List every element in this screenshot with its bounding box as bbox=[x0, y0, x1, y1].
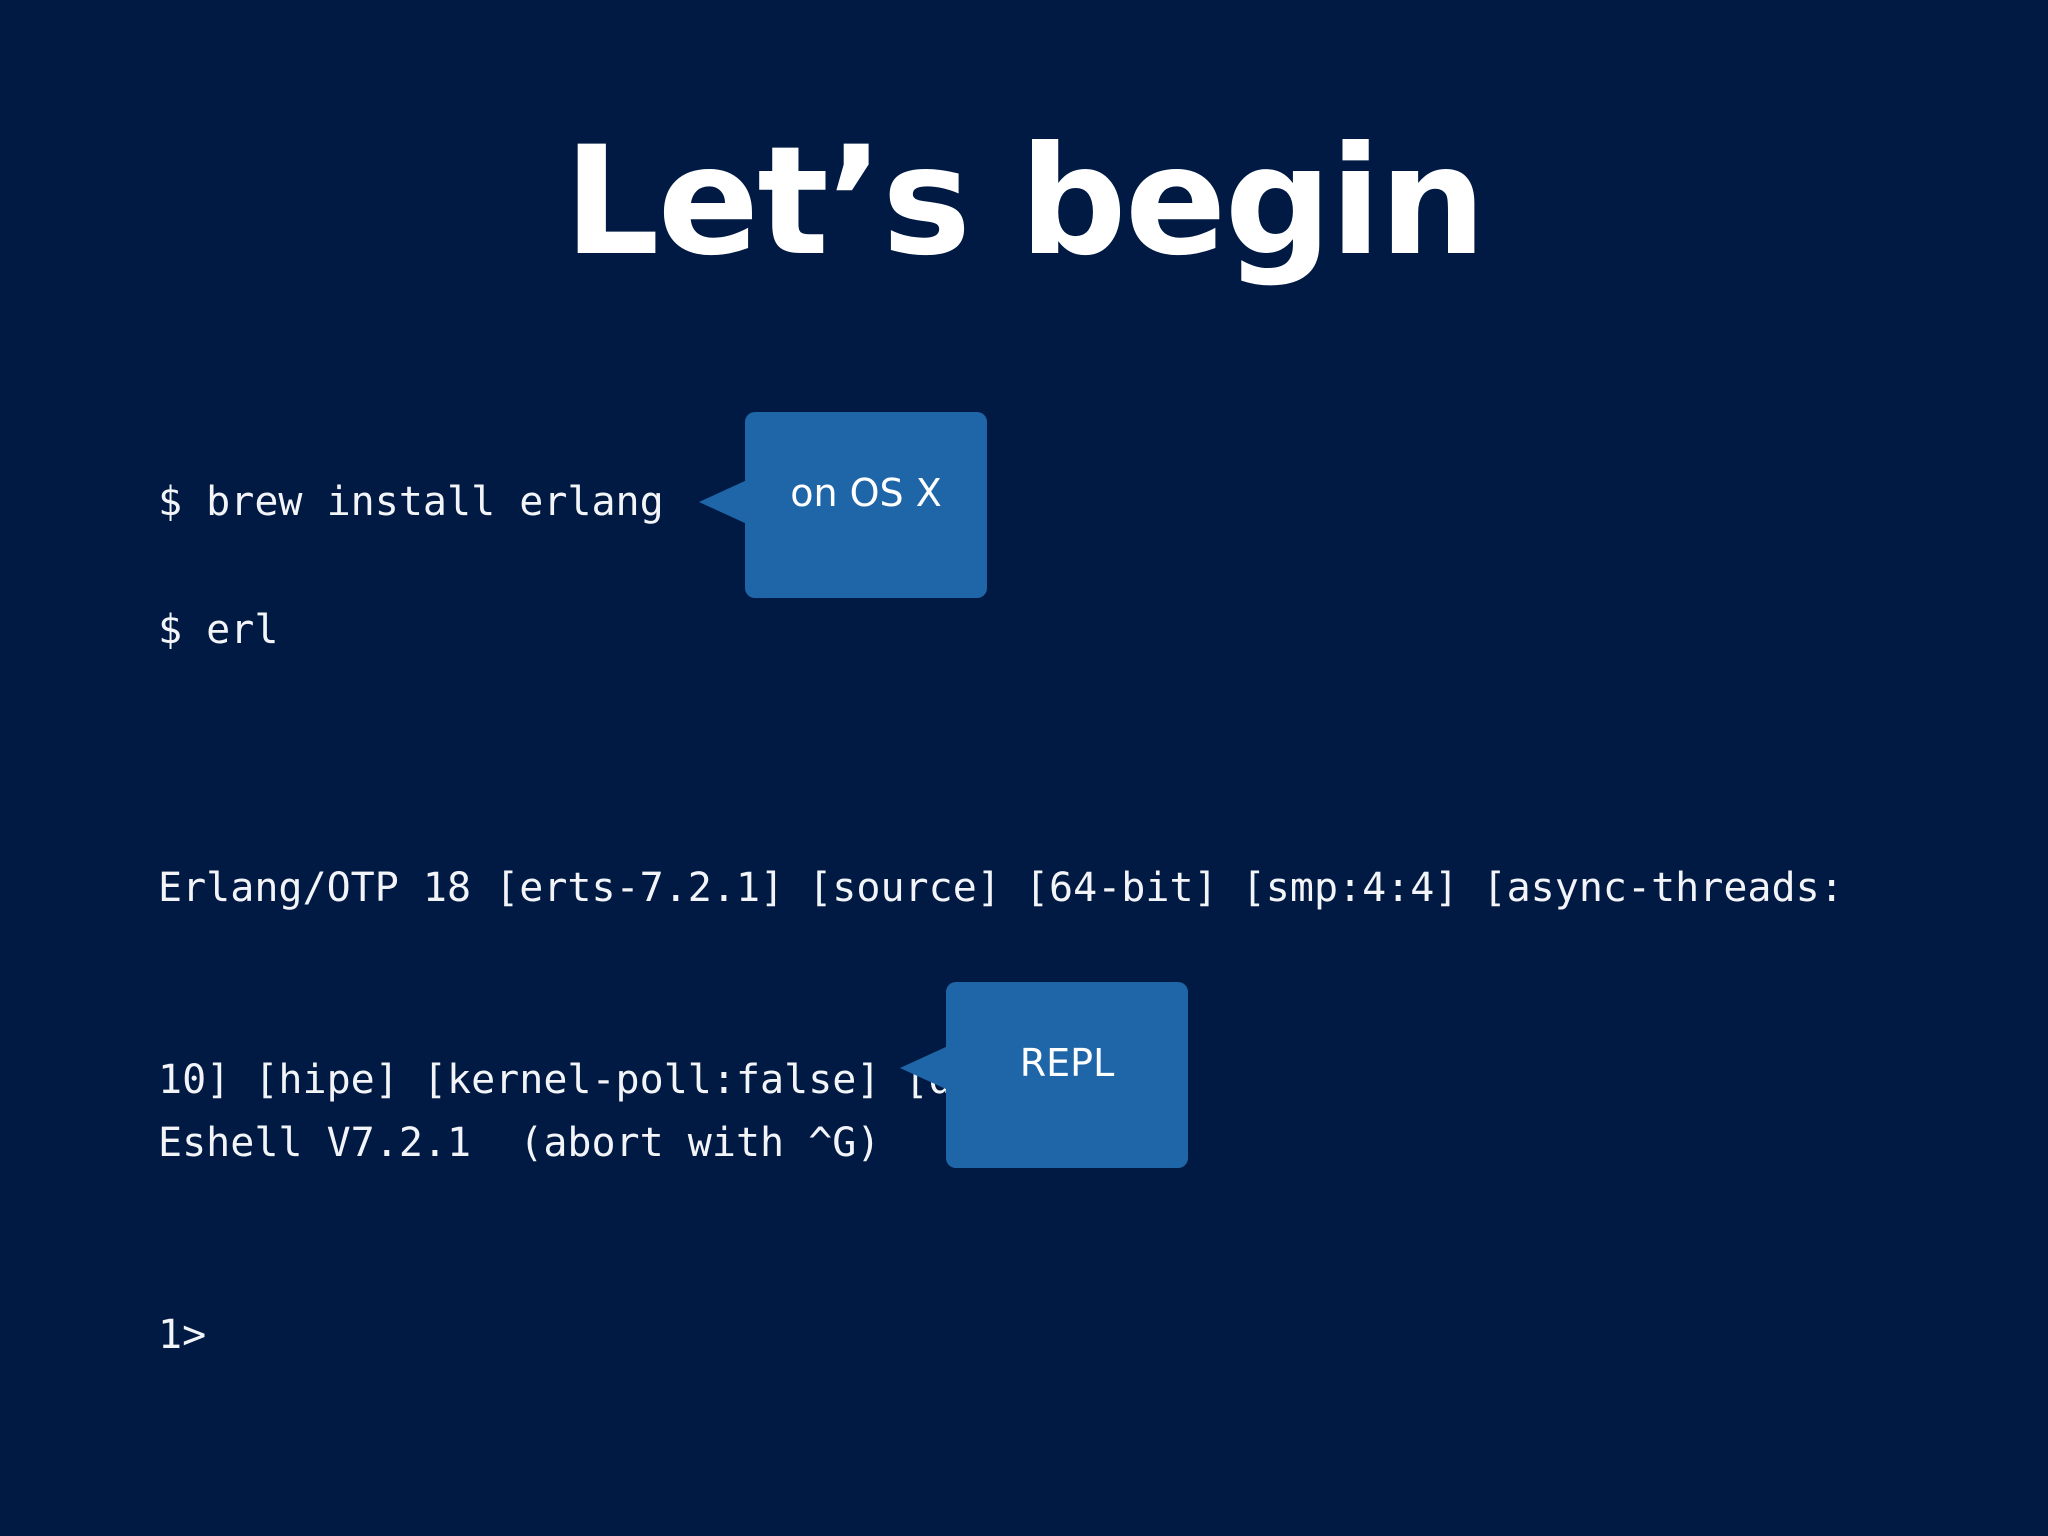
callout-repl: REPL bbox=[900, 982, 1188, 1168]
callout-os-x-label: on OS X bbox=[790, 471, 942, 515]
slide-title: Let’s begin bbox=[563, 115, 1486, 289]
brew-command: $ brew install erlang bbox=[158, 479, 664, 525]
eshell-output: Eshell V7.2.1 (abort with ^G) 1> bbox=[158, 983, 880, 1495]
eshell-prompt: 1> bbox=[158, 1312, 207, 1358]
eshell-version-line: Eshell V7.2.1 (abort with ^G) bbox=[158, 1120, 881, 1166]
callout-os-x: on OS X bbox=[699, 412, 987, 598]
otp-banner-line: Erlang/OTP 18 [erts-7.2.1] [source] [64-… bbox=[158, 865, 1844, 911]
erl-command: $ erl bbox=[158, 607, 279, 653]
callout-repl-label: REPL bbox=[1019, 1041, 1115, 1085]
